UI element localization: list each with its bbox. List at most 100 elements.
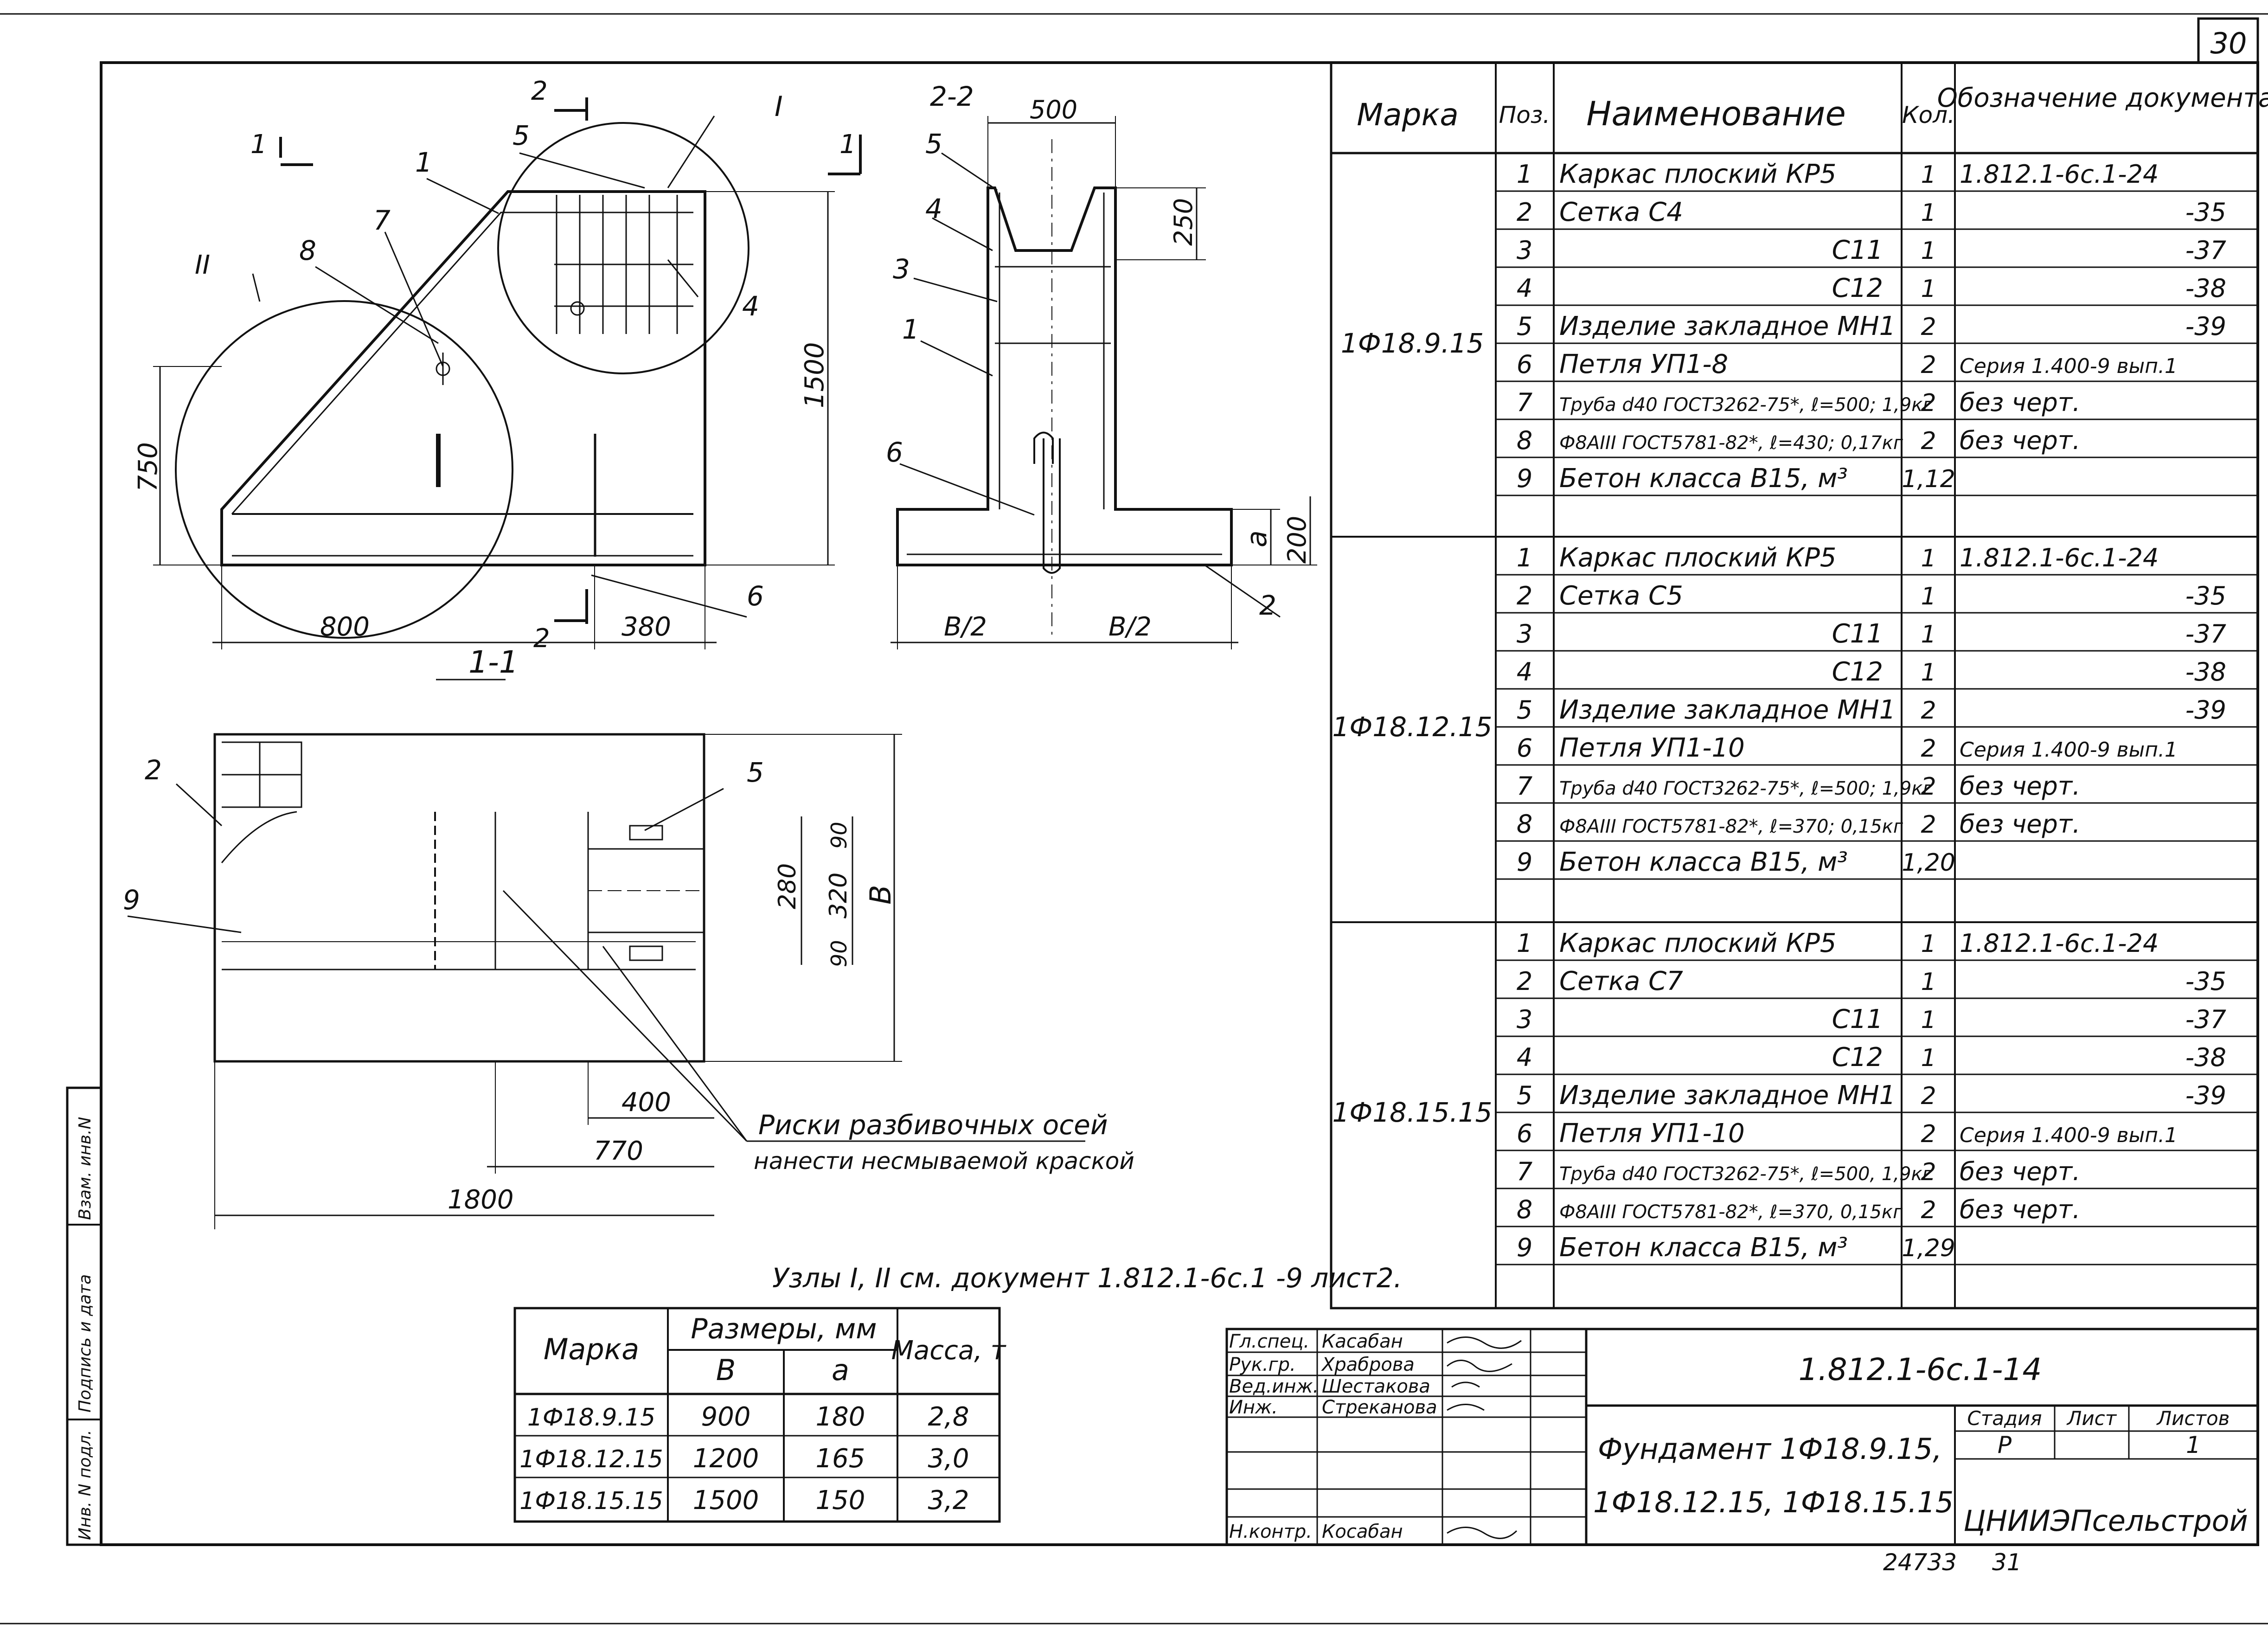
spec-row-pos: 3 <box>1517 619 1532 649</box>
spec-row-pos: 1 <box>1517 160 1532 189</box>
spec-row-pos: 3 <box>1517 236 1532 265</box>
tb-header-sheet: Лист <box>2066 1407 2117 1430</box>
spec-row-name: Изделие закладное МН1 <box>1559 311 1896 341</box>
note-line-2: нанести несмываемой краской <box>754 1148 1134 1175</box>
pos-1-22: 1 <box>902 314 919 345</box>
spec-row-qty: 1 <box>1921 237 1936 265</box>
spec-header-qty: Кол. <box>1902 102 1955 128</box>
page-number: 30 <box>2210 26 2247 60</box>
sizes-cell-a: 150 <box>816 1485 865 1516</box>
spec-row-qty: 1 <box>1921 1044 1936 1072</box>
plan-view <box>127 733 1085 1229</box>
spec-header-doc: Обозначение документа <box>1937 83 2268 113</box>
spec-row-qty: 2 <box>1921 1082 1936 1110</box>
spec-row-pos: 2 <box>1517 581 1532 610</box>
section-2-2-title: 2-2 <box>930 81 974 112</box>
spec-row-name: Петля УП1-8 <box>1559 349 1728 379</box>
organization: ЦНИИЭПсельстрой <box>1963 1504 2248 1538</box>
spec-row-doc: -38 <box>2185 274 2226 303</box>
spec-row-pos: 2 <box>1517 967 1532 996</box>
note-line-1: Риски разбивочных осей <box>758 1109 1108 1141</box>
spec-row-name: С12 <box>1832 657 1883 687</box>
sizes-table-text: Марка Размеры, мм В а Масса, т <box>544 1313 1006 1387</box>
spec-row-pos: 4 <box>1517 1043 1532 1072</box>
section-1-1-title: 1-1 <box>468 644 519 680</box>
spec-row-doc: без черт. <box>1960 1157 2080 1186</box>
tb-name-1: Касабан <box>1322 1331 1403 1352</box>
spec-row-name: С12 <box>1832 273 1883 303</box>
sizes-header-a: а <box>832 1353 849 1387</box>
sizes-cell-B: 900 <box>701 1402 751 1432</box>
tb-sheets: 1 <box>2186 1432 2201 1458</box>
sizes-header-B: В <box>716 1353 736 1387</box>
spec-row-pos: 1 <box>1517 929 1532 958</box>
drawing-labels: 1-1 2-2 1 1 2 2 I II 800 380 750 1500 50… <box>123 76 1402 1294</box>
spec-group-mark: 1Ф18.15.15 <box>1332 1097 1492 1128</box>
spec-row-qty: 2 <box>1921 735 1936 763</box>
spec-row-qty: 1,20 <box>1902 849 1955 877</box>
spec-group-mark: 1Ф18.9.15 <box>1341 328 1484 359</box>
section-1-1-view <box>153 97 862 681</box>
title-block-text: Гл.спец. Рук.гр. Вед.инж. Инж. Н.контр. … <box>1229 1331 2248 1542</box>
pos-2-plan: 2 <box>145 754 162 786</box>
spec-row-doc: Серия 1.400-9 вып.1 <box>1960 354 2178 378</box>
spec-row-pos: 9 <box>1517 464 1532 493</box>
spec-row-doc: 1.812.1-6с.1-24 <box>1960 543 2159 572</box>
pos-2-22: 2 <box>1259 590 1276 621</box>
dim-a: a <box>1241 530 1273 547</box>
tb-role-3: Вед.инж. <box>1229 1376 1319 1397</box>
section-mark-1-left: 1 <box>250 129 267 160</box>
spec-row-pos: 7 <box>1517 1157 1532 1186</box>
spec-row-doc: без черт. <box>1960 388 2080 417</box>
spec-row-qty: 2 <box>1921 427 1936 455</box>
spec-row-name: Петля УП1-10 <box>1559 1118 1745 1149</box>
sizes-header-sizes: Размеры, мм <box>691 1313 877 1345</box>
spec-row-qty: 1,29 <box>1902 1234 1955 1262</box>
sizes-header-mark: Марка <box>544 1332 639 1366</box>
sizes-cell-mass: 3,2 <box>928 1485 969 1516</box>
dim-200: 200 <box>1282 516 1312 564</box>
spec-row-pos: 8 <box>1517 809 1532 839</box>
spec-header-name: Наименование <box>1586 94 1846 133</box>
spec-row-name: Бетон класса В15, м³ <box>1559 1233 1848 1263</box>
spec-row-doc: -38 <box>2185 1043 2226 1072</box>
spec-row-pos: 5 <box>1517 312 1532 341</box>
tb-name-2: Храброва <box>1321 1354 1415 1375</box>
spec-row-doc: -37 <box>2185 619 2226 649</box>
spec-row-pos: 4 <box>1517 657 1532 687</box>
tb-role-5: Н.контр. <box>1229 1521 1312 1542</box>
drawing-title-line-1: Фундамент 1Ф18.9.15, <box>1598 1432 1942 1466</box>
sizes-cell-mass: 2,8 <box>928 1402 969 1432</box>
side-stamp-signature: Подпись и дата <box>76 1274 95 1413</box>
spec-row-name: Сетка С4 <box>1559 197 1683 227</box>
tb-name-3: Шестакова <box>1322 1376 1430 1397</box>
pos-9-plan: 9 <box>123 884 140 916</box>
tb-role-2: Рук.гр. <box>1229 1354 1296 1375</box>
sizes-cell-a: 180 <box>816 1402 865 1432</box>
spec-row-pos: 3 <box>1517 1005 1532 1034</box>
dim-250: 250 <box>1169 198 1198 246</box>
spec-row-doc: без черт. <box>1960 809 2080 839</box>
spec-row-name: Бетон класса В15, м³ <box>1559 847 1848 877</box>
drawing-title-line-2: 1Ф18.12.15, 1Ф18.15.15 <box>1593 1485 1954 1519</box>
sizes-cell-mark: 1Ф18.9.15 <box>527 1404 655 1432</box>
dim-B: B <box>864 885 897 905</box>
spec-row-pos: 4 <box>1517 274 1532 303</box>
spec-row-qty: 2 <box>1921 351 1936 379</box>
spec-row-qty: 2 <box>1921 1196 1936 1224</box>
spec-row-name: Сетка С5 <box>1559 581 1683 611</box>
dim-500: 500 <box>1030 95 1077 124</box>
spec-row-qty: 1 <box>1921 199 1936 227</box>
node-I-label: I <box>775 90 783 123</box>
spec-row-qty: 2 <box>1921 389 1936 417</box>
spec-row-doc: без черт. <box>1960 1195 2080 1224</box>
spec-row-qty: 1 <box>1921 275 1936 303</box>
spec-row-doc: -35 <box>2185 967 2226 996</box>
dim-b-half-left: B/2 <box>944 612 987 642</box>
spec-row-doc: Серия 1.400-9 вып.1 <box>1960 1124 2178 1147</box>
spec-row-name: Ф8АIII ГОСТ5781-82*, ℓ=370, 0,15кг <box>1559 1201 1903 1223</box>
pos-3-22: 3 <box>893 253 910 285</box>
spec-row-doc: 1.812.1-6с.1-24 <box>1960 929 2159 958</box>
